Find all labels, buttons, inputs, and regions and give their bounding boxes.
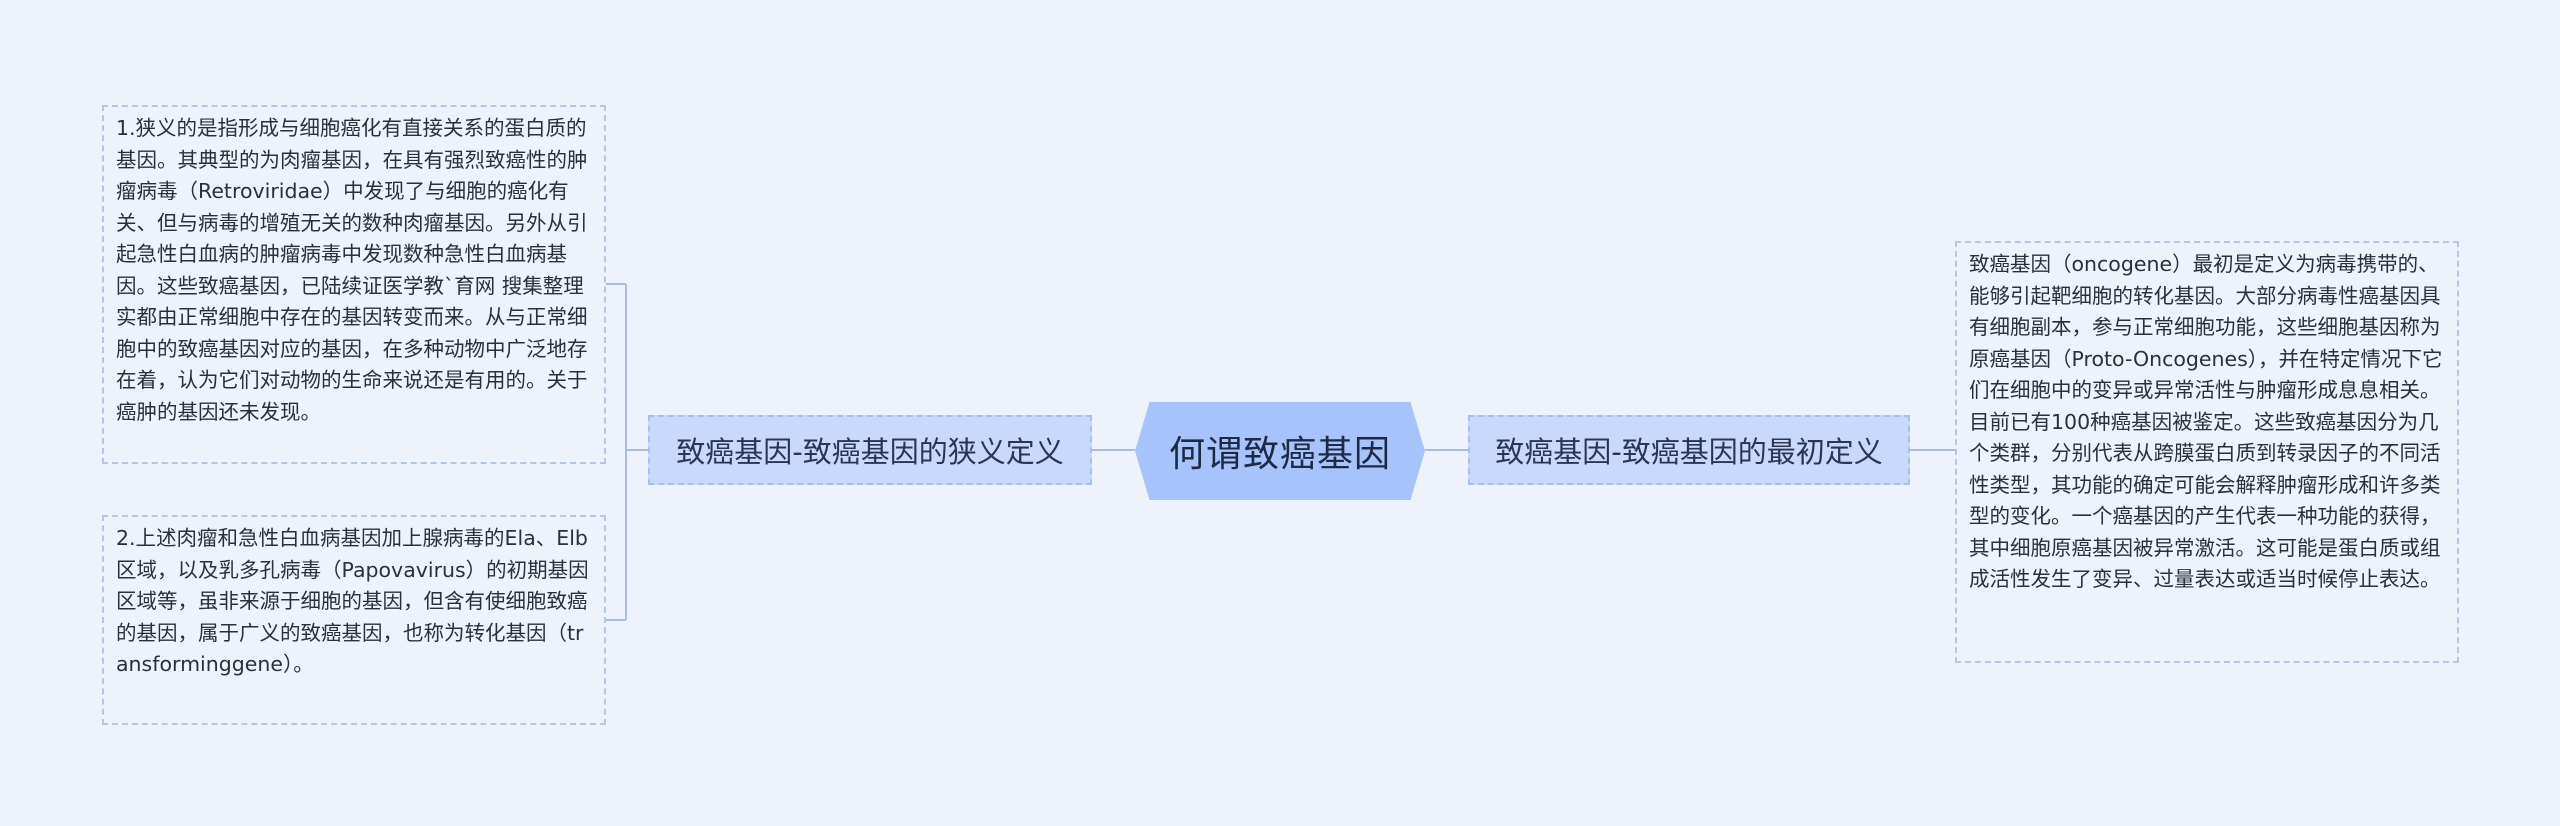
leaf-text: 致癌基因（oncogene）最初是定义为病毒携带的、能够引起靶细胞的转化基因。大…	[1969, 252, 2443, 591]
connector-left-bracket	[606, 283, 648, 621]
branch-initial-definition[interactable]: 致癌基因-致癌基因的最初定义	[1468, 415, 1910, 485]
leaf-text: 1.狭义的是指形成与细胞癌化有直接关系的蛋白质的基因。其典型的为肉瘤基因，在具有…	[116, 116, 588, 424]
branch-label: 致癌基因-致癌基因的最初定义	[1495, 435, 1883, 469]
leaf-narrow-definition-1: 1.狭义的是指形成与细胞癌化有直接关系的蛋白质的基因。其典型的为肉瘤基因，在具有…	[102, 105, 606, 464]
leaf-initial-definition: 致癌基因（oncogene）最初是定义为病毒携带的、能够引起靶细胞的转化基因。大…	[1955, 241, 2459, 663]
leaf-narrow-definition-2: 2.上述肉瘤和急性白血病基因加上腺病毒的Ela、Elb区域，以及乳多孔病毒（Pa…	[102, 515, 606, 725]
leaf-text: 2.上述肉瘤和急性白血病基因加上腺病毒的Ela、Elb区域，以及乳多孔病毒（Pa…	[116, 526, 589, 676]
central-topic[interactable]: 何谓致癌基因	[1135, 402, 1425, 500]
branch-label: 致癌基因-致癌基因的狭义定义	[676, 435, 1064, 469]
central-topic-label: 何谓致癌基因	[1168, 434, 1391, 475]
branch-narrow-definition[interactable]: 致癌基因-致癌基因的狭义定义	[648, 415, 1092, 485]
